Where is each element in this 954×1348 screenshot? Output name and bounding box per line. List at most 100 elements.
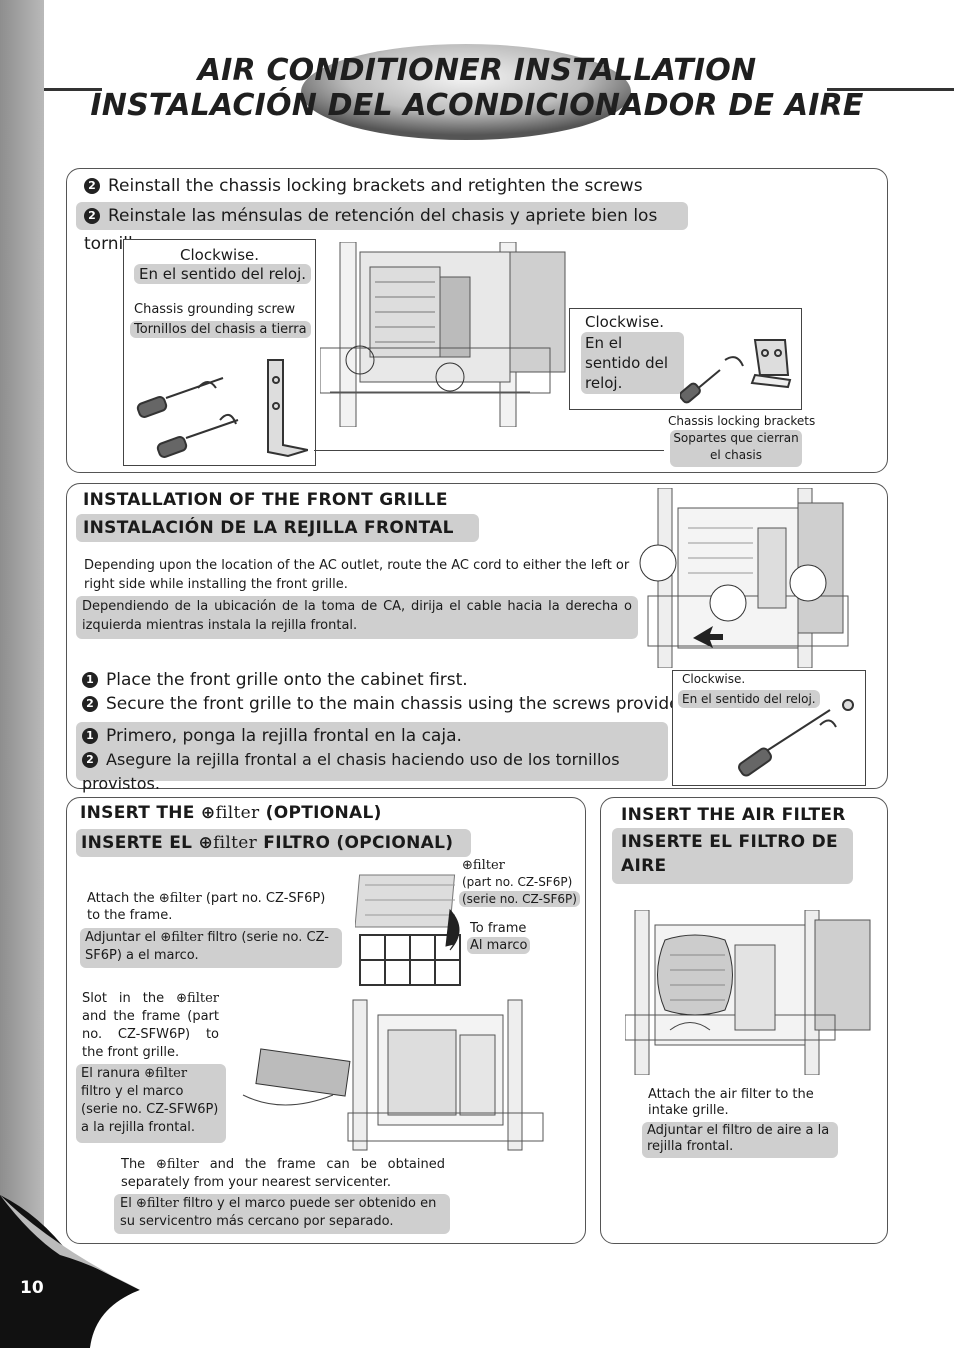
efilter-logo-icon: ⊕	[158, 891, 170, 906]
para-slot-efilter-en: Slot in the ⊕filter and the frame (part …	[82, 990, 219, 1062]
step-number-badge: 2	[82, 752, 98, 768]
label-part-no-es: (serie no. CZ-SF6P)	[459, 891, 580, 907]
para-obtain-efilter-es: El ⊕filter filtro y el marco puede ser o…	[114, 1194, 450, 1234]
label-clockwise-en: Clockwise.	[180, 246, 259, 264]
label-clockwise-es-right: En el sentido del reloj.	[581, 332, 684, 394]
label-grounding-screw-es: Tornillos del chasis a tierra	[130, 321, 311, 338]
efilter-fig-logo: ⊕filter	[462, 858, 505, 873]
label-clockwise-en-right: Clockwise.	[585, 313, 664, 331]
efilter-logo-icon: ⊕	[200, 803, 216, 823]
efilter-logo-text: filter	[213, 833, 258, 853]
para-attach-air-filter-es: Adjuntar el filtro de aire a la rejilla …	[642, 1122, 838, 1158]
text: Attach the	[87, 891, 155, 906]
text: El ranura	[81, 1066, 141, 1081]
heading-text: (OPTIONAL)	[265, 803, 382, 823]
label-to-frame-en: To frame	[470, 921, 527, 936]
step-text: Place the front grille onto the cabinet …	[106, 670, 468, 690]
efilter-logo-text: filter	[187, 991, 219, 1006]
text: Adjuntar el	[85, 930, 157, 945]
front-grille-illustration	[639, 488, 849, 668]
label-brackets-es: Sopartes que cierran el chasis	[670, 430, 802, 467]
title-badge-graphic	[301, 44, 631, 140]
efilter-logo-icon: ⊕	[198, 833, 214, 853]
label-to-frame-es: Al marco	[467, 937, 531, 954]
para-obtain-efilter-en: The ⊕filter and the frame can be obtaine…	[121, 1156, 445, 1192]
para-front-grille-es: Dependiendo de la ubicación de la toma d…	[76, 596, 638, 639]
step-number-badge: 2	[84, 178, 100, 194]
page-curl-corner	[0, 1195, 150, 1348]
text: The	[121, 1157, 146, 1172]
title-spanish: INSTALACIÓN DEL ACONDICIONADOR DE AIRE	[90, 88, 864, 123]
heading-text: INSERT THE	[80, 803, 195, 823]
efilter-logo-icon: ⊕	[144, 1066, 156, 1081]
efilter-logo-text: filter	[166, 1157, 199, 1172]
efilter-logo-icon: ⊕	[462, 858, 473, 873]
figure-clockwise-screw	[672, 670, 866, 786]
efilter-logo-icon: ⊕	[135, 1196, 147, 1211]
title-english: AIR CONDITIONER INSTALLATION	[197, 53, 757, 88]
efilter-logo-icon: ⊕	[160, 930, 172, 945]
efilter-logo-icon: ⊕	[156, 1157, 167, 1172]
text: and the frame can be obtained separately…	[121, 1157, 446, 1190]
step-text: Reinstall the chassis locking brackets a…	[108, 176, 643, 196]
label-brackets-en: Chassis locking brackets	[668, 414, 816, 428]
step-number-badge: 1	[82, 672, 98, 688]
step-text: Secure the front grille to the main chas…	[106, 694, 696, 714]
efilter-logo-icon: ⊕	[176, 991, 188, 1006]
efilter-logo-text: filter	[169, 891, 202, 906]
label-part-no-en: (part no. CZ-SF6P)	[462, 875, 573, 889]
title-rule-right	[827, 88, 954, 91]
step-en-reinstall: 2 Reinstall the chassis locking brackets …	[84, 176, 643, 196]
heading-text: INSERTE EL	[81, 833, 193, 853]
air-filter-illustration	[625, 910, 871, 1075]
step-number-badge: 1	[82, 728, 98, 744]
text: (part no. CZ-SF6P) to the frame.	[87, 891, 326, 923]
page-sidebar-strip	[0, 0, 44, 1348]
efilter-logo-text: filter	[215, 803, 260, 823]
step-item: 1 Place the front grille onto the cabinet…	[82, 668, 696, 692]
para-attach-efilter-en: Attach the ⊕filter (part no. CZ-SF6P) to…	[87, 890, 339, 924]
page-number: 10	[20, 1278, 44, 1298]
text: filtro y el marco puede ser obtenido en …	[120, 1196, 437, 1229]
heading-front-grille-es: INSTALACIÓN DE LA REJILLA FRONTAL	[76, 514, 479, 542]
label-clockwise-en-grille: Clockwise.	[682, 672, 746, 686]
efilter-logo-text: filter	[146, 1196, 179, 1211]
bracket-illustration	[680, 339, 792, 404]
heading-text: FILTRO (OPCIONAL)	[263, 833, 454, 853]
para-slot-efilter-es: El ranura ⊕filter filtro y el marco (ser…	[76, 1064, 226, 1143]
label-clockwise-es: En el sentido del reloj.	[134, 264, 312, 284]
step-item: 2 Secure the front grille to the main cha…	[82, 692, 696, 716]
steps-front-grille-es: 1 Primero, ponga la rejilla frontal en la…	[76, 722, 668, 793]
para-attach-air-filter-en: Attach the air filter to the intake gril…	[648, 1087, 814, 1118]
step-text: Primero, ponga la rejilla frontal en la …	[106, 726, 462, 746]
heading-efilter-en: INSERT THE ⊕filter (OPTIONAL)	[80, 803, 382, 823]
steps-front-grille-en: 1 Place the front grille onto the cabinet…	[82, 668, 696, 716]
heading-front-grille-en: INSTALLATION OF THE FRONT GRILLE	[83, 490, 448, 510]
para-attach-efilter-es: Adjuntar el ⊕filter filtro (serie no. CZ…	[80, 928, 342, 968]
chassis-illustration	[320, 242, 566, 427]
step-text: Asegure la rejilla frontal a el chasis h…	[82, 750, 620, 793]
screwdriver-illustration	[136, 359, 308, 458]
step-number-badge: 2	[84, 208, 100, 224]
text: Slot in the	[82, 991, 165, 1006]
step-item: 1 Primero, ponga la rejilla frontal en la…	[82, 724, 662, 748]
text: El	[120, 1196, 132, 1211]
heading-air-filter-es: INSERTE EL FILTRO DE AIRE	[612, 828, 853, 884]
text: filtro y el marco (serie no. CZ-SFW6P) a…	[81, 1084, 219, 1135]
title-rule-left	[44, 88, 102, 91]
text: filtro (serie no. CZ-SF6P) a el marco.	[85, 930, 329, 963]
efilter-logo-text: filter	[155, 1066, 188, 1081]
screwdriver-illustration-grille	[738, 699, 854, 777]
efilter-slot-illustration	[242, 999, 544, 1151]
heading-efilter-es: INSERTE EL ⊕filter FILTRO (OPCIONAL)	[76, 829, 471, 857]
label-grounding-screw-en: Chassis grounding screw	[134, 302, 296, 317]
text: and the frame (part no. CZ-SFW6P) to the…	[82, 1009, 219, 1060]
heading-air-filter-en: INSERT THE AIR FILTER	[621, 805, 846, 825]
label-clockwise-es-grille: En el sentido del reloj.	[678, 690, 820, 708]
step-number-badge: 2	[82, 696, 98, 712]
efilter-logo-text: filter	[171, 930, 204, 945]
efilter-logo-text: filter	[472, 858, 505, 873]
efilter-frame-illustration	[355, 874, 461, 986]
